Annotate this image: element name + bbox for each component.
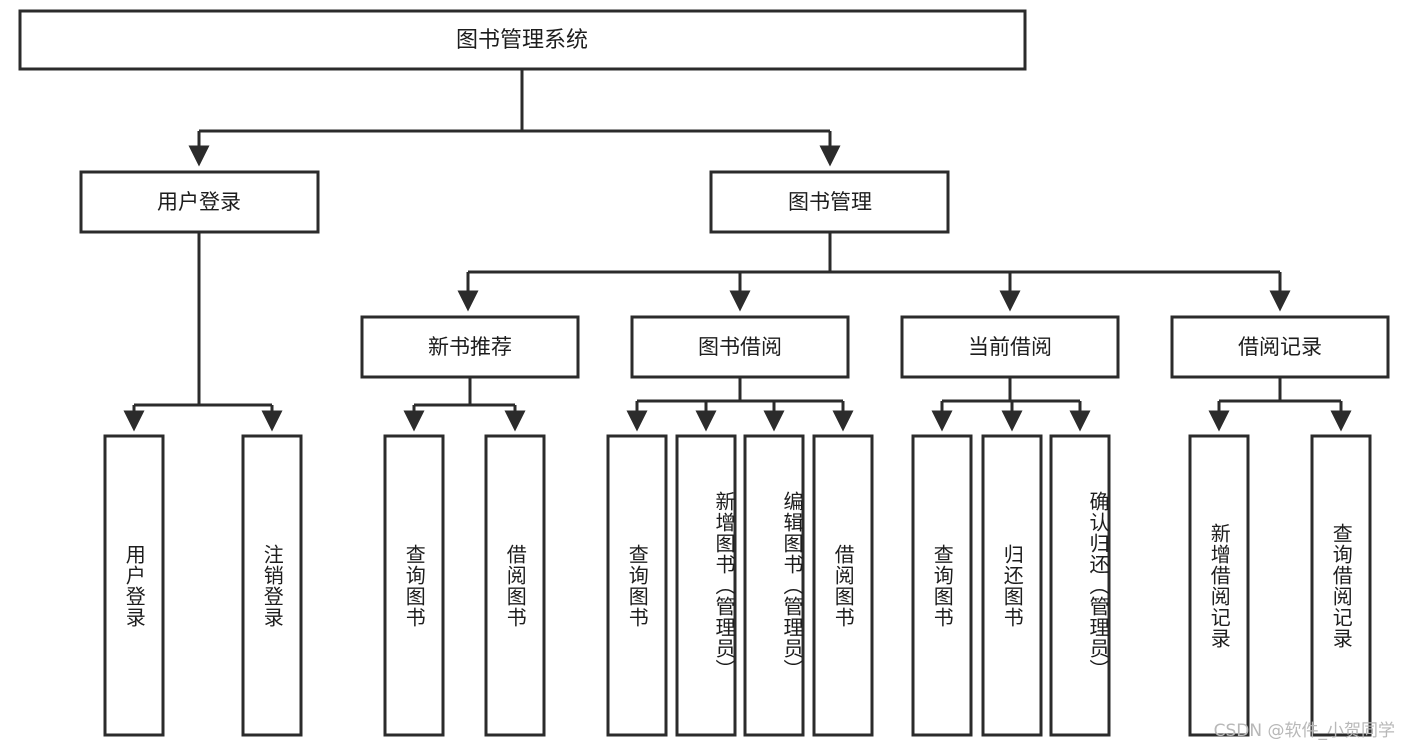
leaf-rect-add-record[interactable]: [1188, 434, 1250, 737]
node-book-management[interactable]: 图书管理: [709, 170, 950, 234]
connector-group-user-login: [123, 232, 283, 432]
connector-group-book-borrow: [626, 377, 854, 432]
node-book-borrow[interactable]: 图书借阅: [630, 315, 850, 379]
connector-group-borrow-record: [1208, 377, 1352, 432]
node-book-borrow-label: 图书借阅: [698, 335, 782, 359]
connector-group-book-mgmt: [457, 232, 1291, 312]
connector-group-new-book-rec: [403, 377, 526, 432]
leaf-rect-borrow-book-2[interactable]: [812, 434, 874, 737]
node-current-borrow[interactable]: 当前借阅: [900, 315, 1120, 379]
connector-group-root: [188, 69, 841, 167]
leaf-rect-return-book[interactable]: [981, 434, 1043, 737]
leaf-rect-group: [103, 434, 1372, 737]
node-user-login-rect[interactable]: [79, 170, 320, 234]
leaf-rect-user-login[interactable]: [103, 434, 165, 737]
leaf-rect-query-book-3[interactable]: [911, 434, 973, 737]
node-book-management-label: 图书管理: [788, 190, 872, 214]
node-root[interactable]: 图书管理系统: [18, 9, 1027, 71]
leaf-rect-query-book-2[interactable]: [606, 434, 668, 737]
connector-group-current-borrow: [931, 377, 1091, 432]
node-book-borrow-rect[interactable]: [630, 315, 850, 379]
leaf-rect-edit-book[interactable]: [743, 434, 805, 737]
leaf-rect-logout[interactable]: [241, 434, 303, 737]
node-new-book-recommend[interactable]: 新书推荐: [360, 315, 580, 379]
leaf-rect-query-record[interactable]: [1310, 434, 1372, 737]
node-user-login-label: 用户登录: [157, 190, 241, 214]
node-root-rect[interactable]: [18, 9, 1027, 71]
node-borrow-record-rect[interactable]: [1170, 315, 1390, 379]
node-root-label: 图书管理系统: [456, 28, 588, 53]
node-book-management-rect[interactable]: [709, 170, 950, 234]
node-current-borrow-label: 当前借阅: [968, 335, 1052, 359]
node-borrow-record[interactable]: 借阅记录: [1170, 315, 1390, 379]
node-new-book-recommend-label: 新书推荐: [428, 335, 512, 359]
leaf-rect-confirm-return[interactable]: [1049, 434, 1111, 737]
leaf-rect-add-book[interactable]: [675, 434, 737, 737]
node-borrow-record-label: 借阅记录: [1238, 335, 1322, 359]
leaf-rect-query-book-1[interactable]: [383, 434, 445, 737]
leaf-rect-borrow-book-1[interactable]: [484, 434, 546, 737]
node-current-borrow-rect[interactable]: [900, 315, 1120, 379]
node-user-login[interactable]: 用户登录: [79, 170, 320, 234]
node-new-book-recommend-rect[interactable]: [360, 315, 580, 379]
